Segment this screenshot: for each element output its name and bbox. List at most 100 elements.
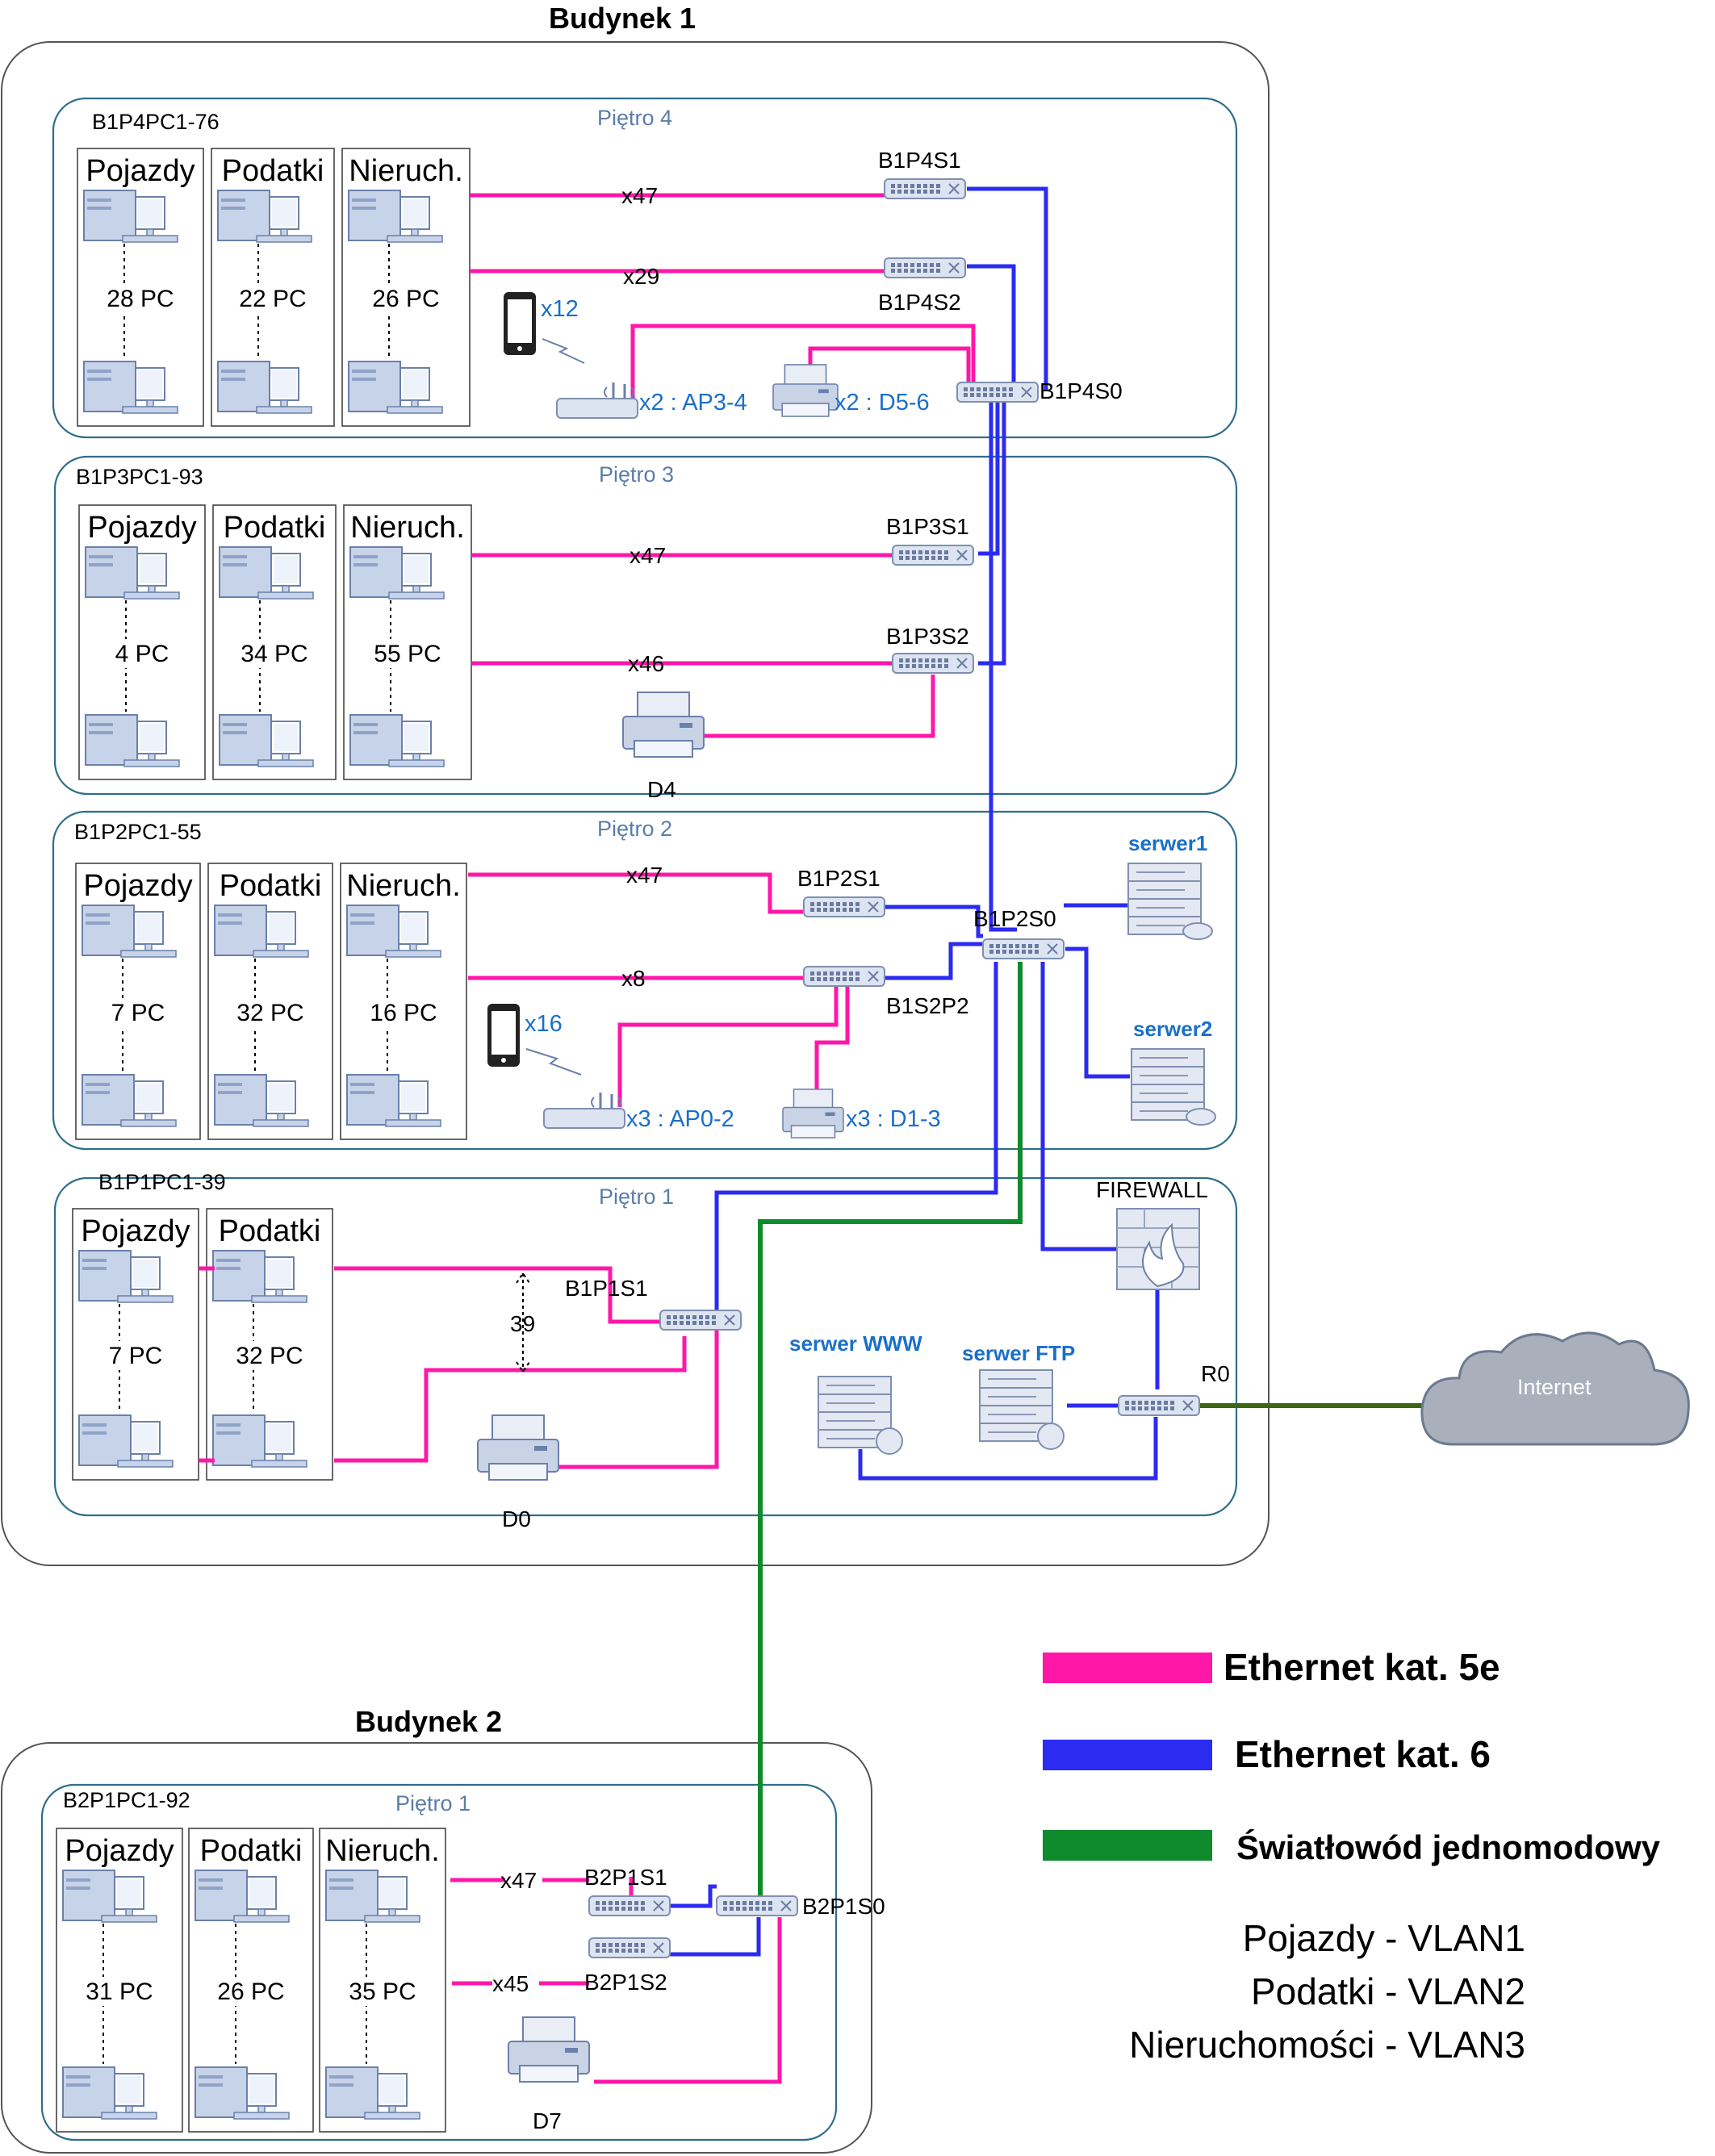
department-box: Pojazdy 31 PC (56, 1828, 183, 2133)
switch-b1p3s2[interactable] (892, 653, 974, 674)
switch-b1p2s1[interactable] (803, 896, 885, 917)
b2-floor-1-code: B2P1PC1-92 (63, 1788, 190, 1812)
count-f2-x8: x8 (621, 966, 646, 991)
department-name: Nieruch. (346, 869, 461, 903)
firewall-icon[interactable] (1116, 1208, 1200, 1290)
label-b2p1s1: B2P1S1 (584, 1865, 667, 1890)
label-b1p2s0: B1P2S0 (973, 906, 1056, 931)
department-box: Pojazdy 7 PC (72, 1208, 199, 1481)
legend: Ethernet kat. 5e Ethernet kat. 6 Światło… (1043, 1646, 1661, 2066)
floor-1-code: B1P1PC1-39 (98, 1170, 226, 1194)
department-name: Podatki (219, 1214, 321, 1248)
switch-b1p2s0[interactable] (982, 938, 1065, 959)
switch-b1p4s2[interactable] (884, 257, 966, 278)
f4-printers-label: x2 : D5-6 (834, 390, 930, 416)
department-name: Podatki (222, 154, 324, 188)
database-icon (1182, 922, 1213, 940)
firewall-label: FIREWALL (1096, 1177, 1208, 1202)
department-box: Podatki 32 PC (207, 863, 333, 1140)
f2-printers-label: x3 : D1-3 (846, 1106, 941, 1132)
pc-count: 26 PC (217, 1978, 284, 2005)
f2-ap-label: x3 : AP0-2 (626, 1106, 734, 1132)
switch-b1p4s1[interactable] (884, 178, 966, 199)
b2-floor-1-label: Piętro 1 (395, 1791, 471, 1815)
department-box: Podatki 34 PC (212, 504, 337, 780)
cat6-links (670, 186, 1160, 1957)
label-b1p4s2: B1P4S2 (878, 290, 961, 315)
f4-ap-label: x2 : AP3-4 (639, 390, 747, 416)
department-name: Nieruch. (325, 1834, 440, 1868)
fiber-link (758, 962, 1023, 1906)
label-b1p4s1: B1P4S1 (878, 148, 961, 173)
switch-b1s2p2[interactable] (803, 966, 885, 987)
count-f2-x47: x47 (626, 863, 663, 888)
department-name: Pojazdy (81, 1214, 190, 1248)
switch-b1p1s1[interactable] (659, 1310, 742, 1331)
count-b2-x45: x45 (492, 1971, 529, 1996)
department-box: Nieruch. 26 PC (341, 148, 471, 427)
pc-count: 22 PC (239, 286, 306, 312)
legend-swatch-cat6 (1043, 1740, 1212, 1770)
dimension-arrow-f1 (516, 1272, 530, 1373)
department-name: Podatki (224, 511, 326, 545)
department-name: Pojazdy (65, 1834, 174, 1868)
label-b1p2s1: B1P2S1 (797, 866, 881, 891)
pc-count: 7 PC (109, 1343, 163, 1369)
pc-count: 32 PC (236, 1000, 303, 1026)
serwer-www-label[interactable]: serwer WWW (789, 1331, 922, 1356)
vlan-1: Pojazdy - VLAN1 (1243, 1917, 1525, 1959)
count-b2-x47: x47 (500, 1868, 537, 1893)
f2-phones-count: x16 (525, 1011, 563, 1037)
department-name: Nieruch. (350, 511, 465, 545)
switch-b1p4s0[interactable] (956, 382, 1039, 403)
floor-4-label: Piętro 4 (597, 106, 672, 130)
legend-swatch-cat5e (1043, 1653, 1212, 1683)
phone-icon (504, 292, 536, 355)
department-name: Nieruch. (349, 154, 463, 188)
pc-count: 7 PC (111, 1000, 165, 1026)
label-b1p3s1: B1P3S1 (886, 514, 969, 539)
serwer1-label[interactable]: serwer1 (1128, 831, 1207, 855)
label-b2p1s0: B2P1S0 (802, 1894, 885, 1919)
serwer-ftp-label[interactable]: serwer FTP (962, 1341, 1075, 1365)
label-r0: R0 (1201, 1361, 1230, 1386)
printer-d7-label: D7 (533, 2108, 562, 2133)
floor-2-code: B1P2PC1-55 (74, 820, 202, 844)
legend-label-fiber: Światłowód jednomodowy (1236, 1828, 1661, 1866)
label-b1p4s0: B1P4S0 (1039, 378, 1123, 403)
switch-b1p3s1[interactable] (892, 545, 974, 566)
pc-count: 35 PC (349, 1978, 416, 2005)
department-name: Pojazdy (87, 511, 196, 545)
cat5e-links (199, 193, 976, 2084)
building-1-title: Budynek 1 (549, 2, 696, 35)
department-box: Podatki 32 PC (206, 1208, 333, 1481)
pc-count: 26 PC (372, 286, 439, 312)
switch-b2p1s2[interactable] (588, 1937, 671, 1958)
floor-1-frame (53, 1176, 1238, 1517)
count-f3-x47: x47 (630, 543, 666, 568)
switch-r0[interactable] (1118, 1395, 1200, 1416)
pc-count: 16 PC (370, 1000, 437, 1026)
serwer2-label[interactable]: serwer2 (1133, 1017, 1212, 1041)
pc-count: 31 PC (86, 1978, 153, 2005)
pc-count: 4 PC (115, 641, 169, 667)
printer-d4-label: D4 (647, 777, 676, 802)
printer-d0-label: D0 (502, 1506, 531, 1531)
wireless-signal-icon (542, 338, 585, 364)
switch-b2p1s1[interactable] (588, 1895, 671, 1916)
legend-label-cat6: Ethernet kat. 6 (1235, 1733, 1491, 1775)
internet-cloud-icon[interactable] (1420, 1331, 1690, 1446)
f4-phones-count: x12 (541, 296, 579, 322)
switch-b2p1s0[interactable] (716, 1895, 798, 1916)
department-name: Pojazdy (86, 154, 195, 188)
legend-swatch-fiber (1043, 1830, 1212, 1861)
vlan-2: Podatki - VLAN2 (1251, 1970, 1525, 2012)
floor-2-label: Piętro 2 (597, 817, 672, 841)
count-f3-x46: x46 (628, 651, 664, 676)
department-name: Podatki (220, 869, 322, 903)
pc-count: 34 PC (241, 641, 307, 667)
count-f4-x29: x29 (623, 264, 659, 289)
pc-count: 32 PC (236, 1343, 303, 1369)
